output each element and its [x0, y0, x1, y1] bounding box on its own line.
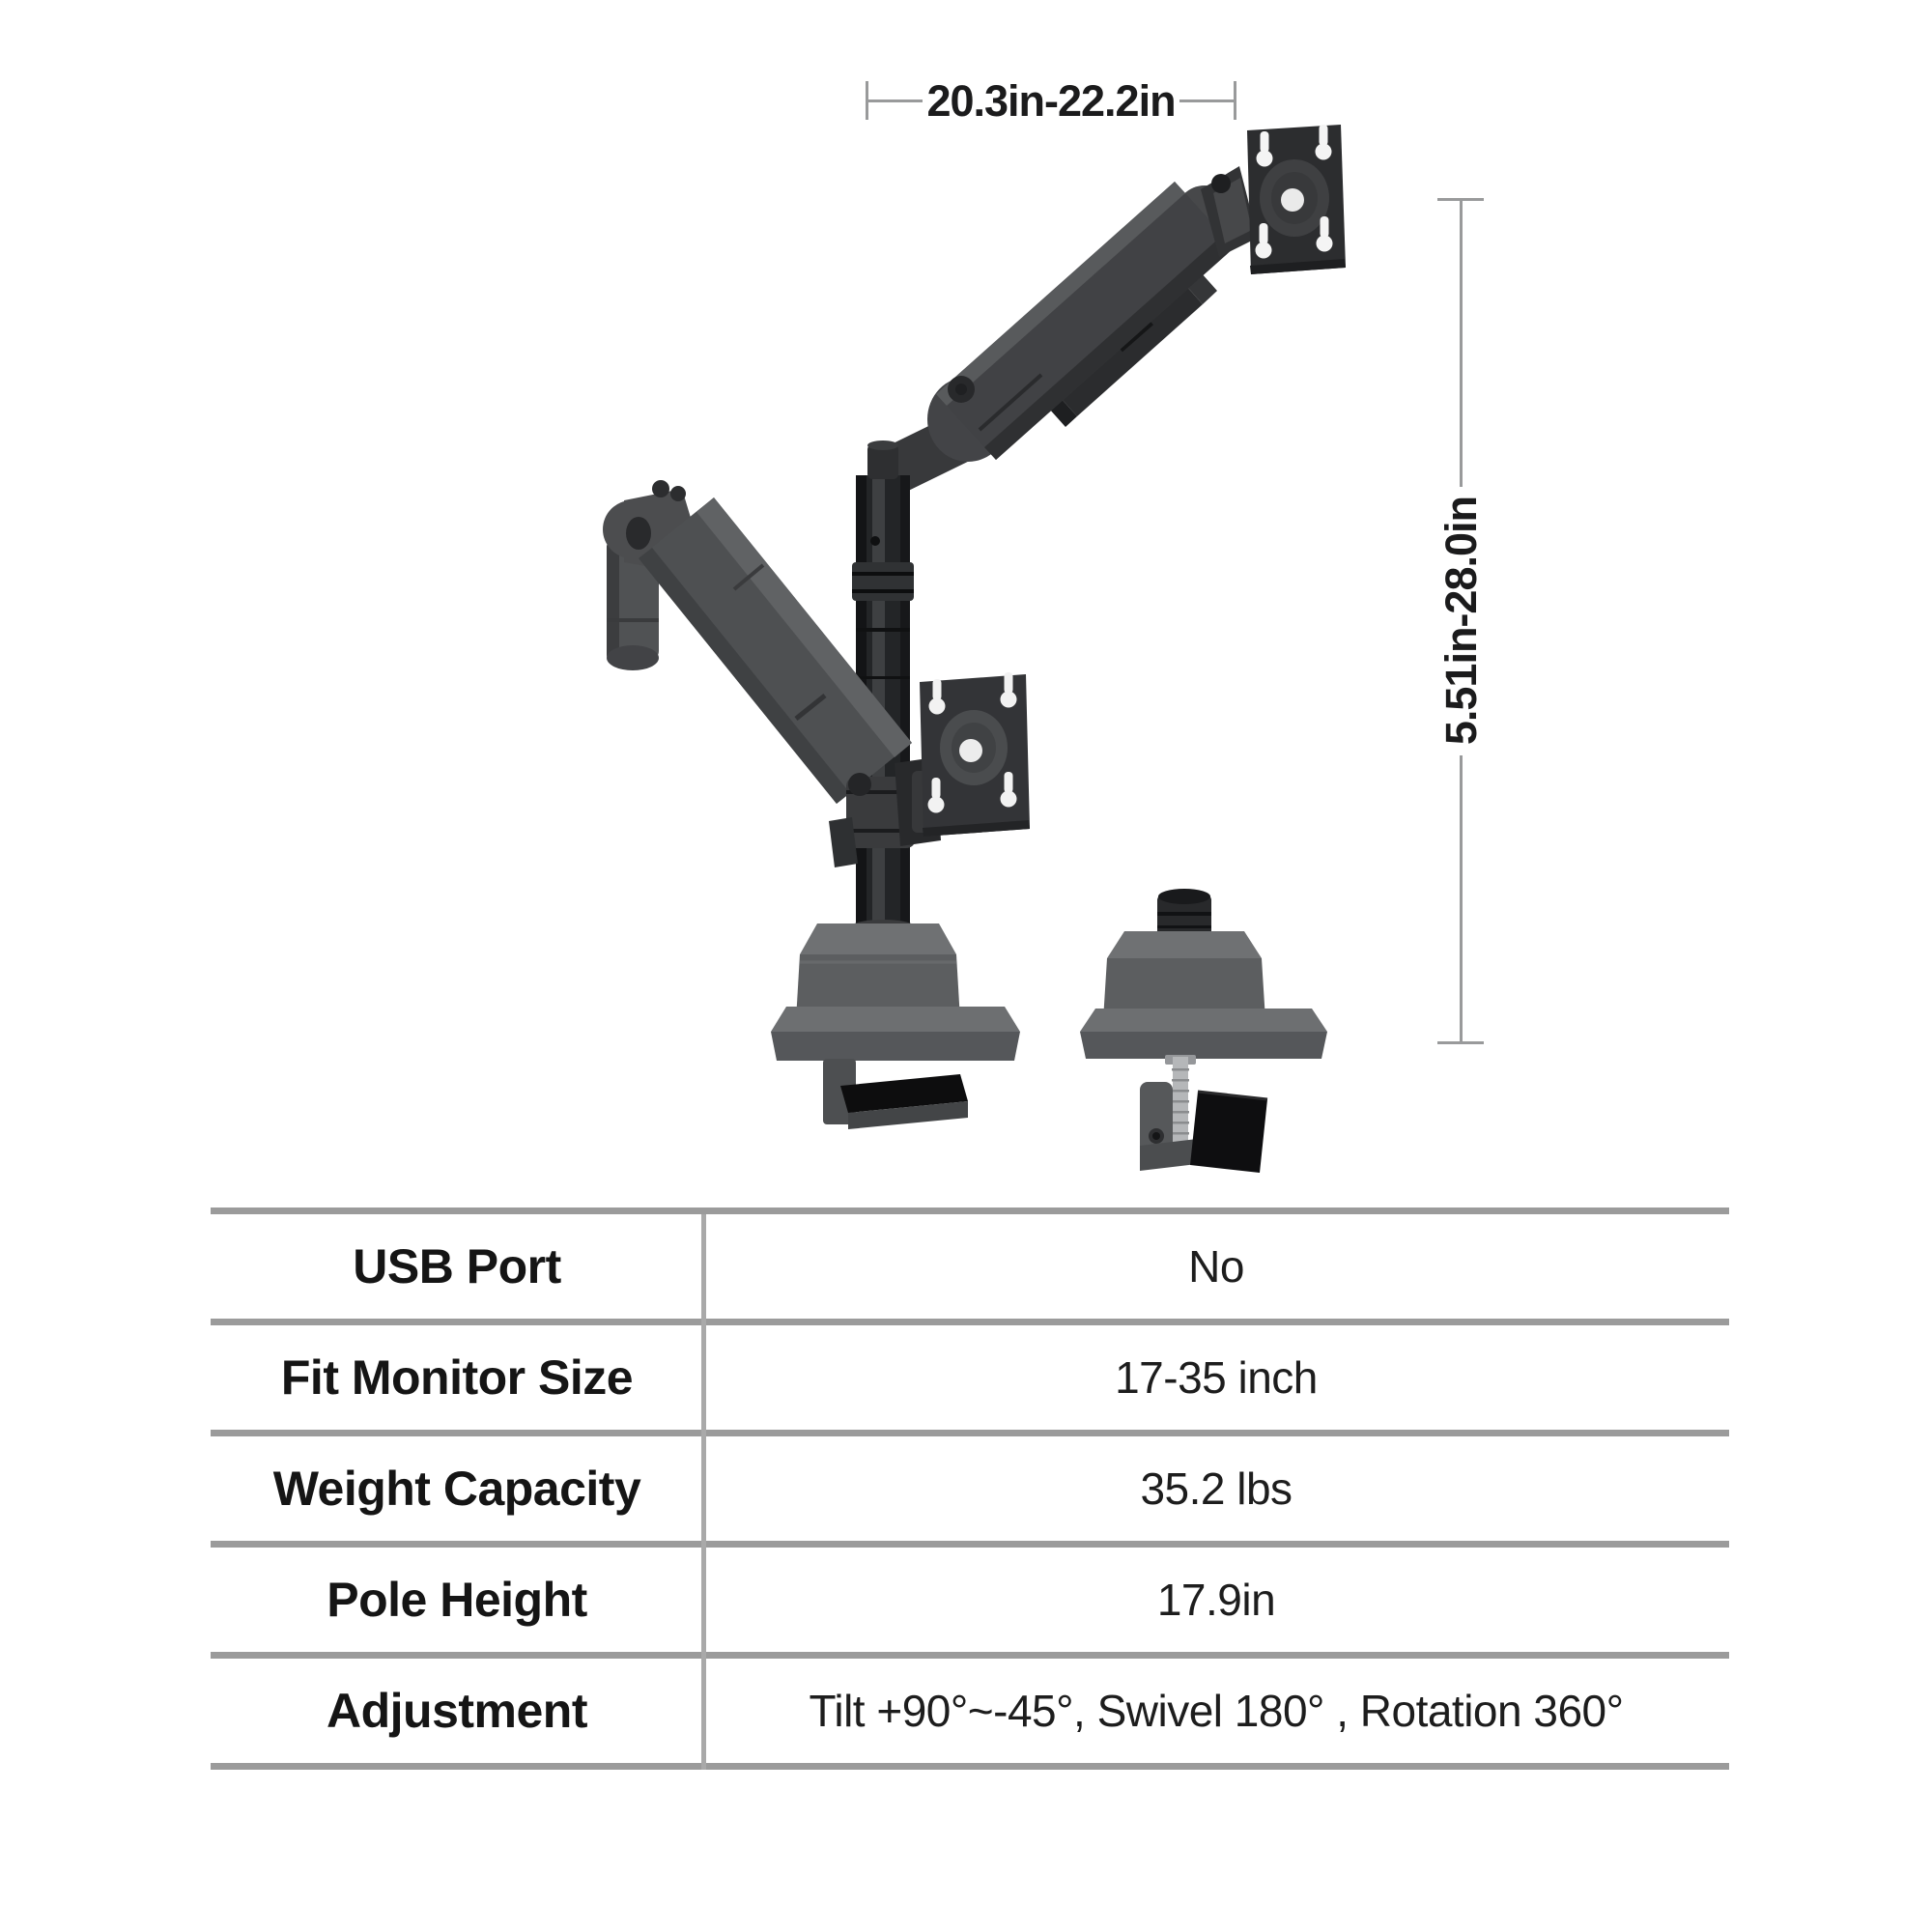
spec-value: No [1188, 1241, 1244, 1292]
dimension-tick-right [1234, 81, 1237, 120]
spec-label: Weight Capacity [272, 1462, 641, 1516]
spec-table: USB Port No Fit Monitor Size 17-35 inch … [211, 1208, 1729, 1770]
spec-label: Pole Height [327, 1573, 587, 1627]
table-row: Weight Capacity 35.2 lbs [211, 1436, 1729, 1548]
pole-desk-clamp [771, 920, 1020, 1129]
dimension-tick-top [1437, 198, 1484, 201]
spec-label: USB Port [353, 1239, 561, 1293]
spec-value: Tilt +90°~-45°, Swivel 180° , Rotation 3… [809, 1686, 1624, 1736]
spare-clamp-base [1080, 889, 1327, 1173]
dimension-line-right [1179, 99, 1235, 102]
spec-label: Adjustment [327, 1684, 588, 1738]
spec-label: Fit Monitor Size [280, 1350, 634, 1405]
table-row: Fit Monitor Size 17-35 inch [211, 1325, 1729, 1436]
upper-vesa-plate [1247, 125, 1346, 274]
upper-arm [873, 125, 1346, 497]
dimension-line-bottom [1459, 754, 1463, 1042]
table-row: Adjustment Tilt +90°~-45°, Swivel 180° ,… [211, 1659, 1729, 1770]
upper-arm-hinge [1201, 166, 1258, 257]
dimension-line-left [868, 99, 923, 102]
width-dimension: 20.3in-22.2in [866, 75, 1237, 126]
table-row: USB Port No [211, 1214, 1729, 1325]
dimension-tick-bottom [1437, 1041, 1484, 1045]
table-column-divider [701, 1214, 706, 1770]
dimension-tick-left [866, 81, 868, 120]
spec-value: 35.2 lbs [1140, 1463, 1293, 1514]
spec-value: 17-35 inch [1115, 1352, 1318, 1403]
width-dimension-label: 20.3in-22.2in [926, 75, 1176, 126]
lower-vesa-plate [895, 672, 1030, 846]
table-row: Pole Height 17.9in [211, 1548, 1729, 1659]
height-dimension-label: 5.51in-28.0in [1435, 497, 1486, 746]
dimension-line-top [1459, 201, 1463, 488]
height-dimension: 5.51in-28.0in [1435, 198, 1486, 1045]
spec-value: 17.9in [1156, 1575, 1276, 1625]
